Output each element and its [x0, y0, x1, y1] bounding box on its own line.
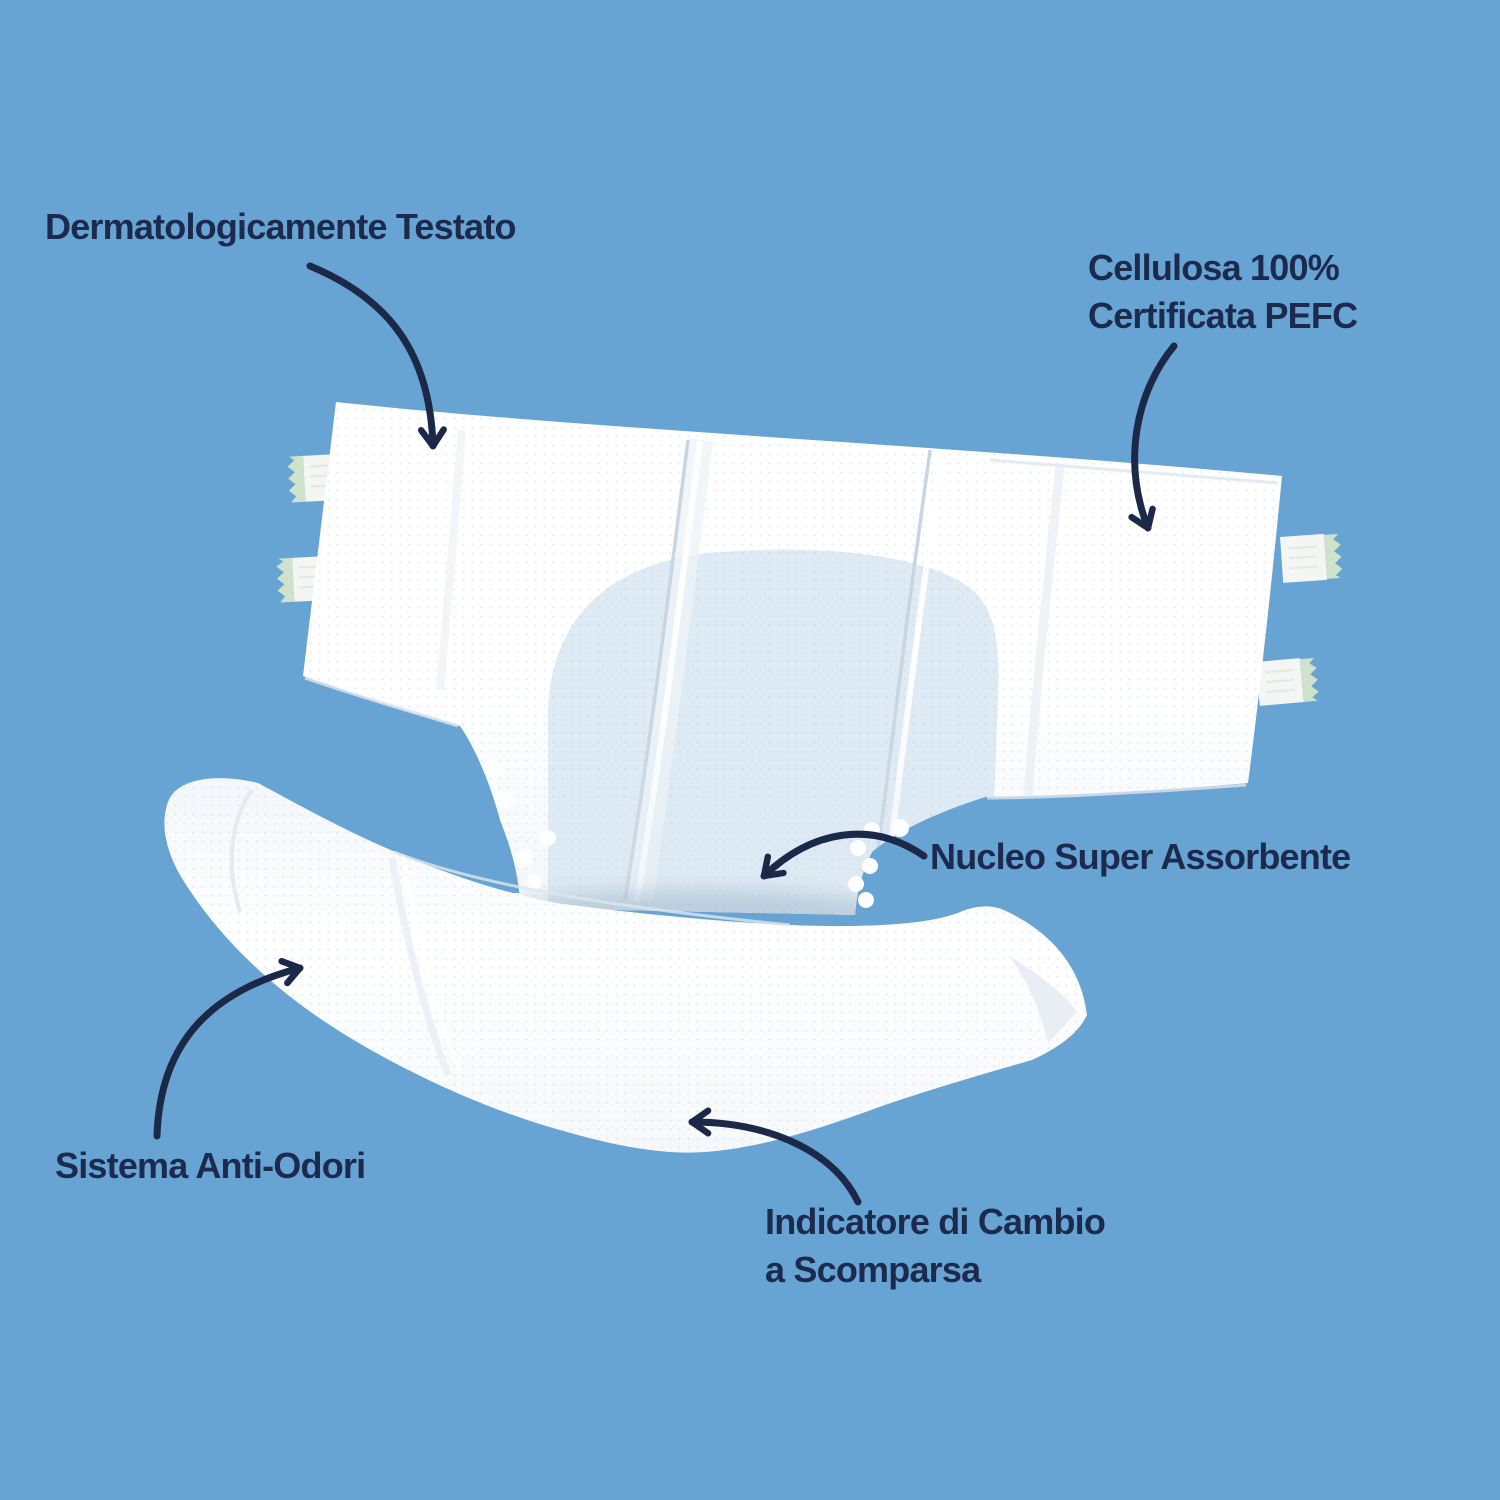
- panel-depth-shading: [303, 402, 1282, 915]
- label-sistema-anti-odori: Sistema Anti-Odori: [55, 1145, 366, 1186]
- tape-zigzag-end: [276, 557, 295, 603]
- curved-arrow-icon: [1128, 342, 1178, 532]
- fastening-tab-right-bottom: [1256, 657, 1319, 706]
- leg-ruffle-right: [848, 819, 909, 908]
- crotch-shadow: [485, 890, 895, 915]
- flap-crease: [388, 857, 452, 1077]
- right-wing-edge-line: [986, 783, 1247, 800]
- curved-arrow-icon: [153, 957, 304, 1140]
- flap-right-tip-fold: [1008, 955, 1077, 1043]
- tape-strip: [1256, 658, 1304, 706]
- flap-top-edge-line: [393, 850, 791, 927]
- label-line: Certificata PEFC: [1088, 295, 1358, 336]
- label-line: Indicatore di Cambio: [765, 1201, 1106, 1242]
- curved-arrow-icon: [306, 262, 447, 450]
- callout-arrows: [153, 262, 1178, 1206]
- flap-crease-highlight: [401, 854, 461, 1071]
- tape-texture: [1288, 545, 1319, 570]
- label-line: a Scomparsa: [765, 1249, 981, 1290]
- left-wing-edge-line: [304, 676, 459, 728]
- curved-arrow-icon: [760, 830, 928, 880]
- curved-arrow-icon: [688, 1107, 862, 1206]
- label-nucleo-super-assorbente: Nucleo Super Assorbente: [930, 836, 1351, 877]
- front-flap: [164, 778, 1087, 1153]
- flap-left-tip-fold: [229, 788, 254, 913]
- label-cellulosa-certificata-pefc: Cellulosa 100% Certificata PEFC: [1088, 244, 1358, 340]
- label-dermatologicamente-testato: Dermatologicamente Testato: [45, 206, 516, 247]
- tape-texture: [1264, 668, 1295, 694]
- tape-zigzag-end: [1299, 657, 1319, 702]
- label-indicatore-di-cambio: Indicatore di Cambio a Scomparsa: [765, 1198, 1106, 1294]
- tape-zigzag-end: [1323, 533, 1343, 579]
- fastening-tab-right-top: [1280, 533, 1343, 583]
- tape-zigzag-end: [287, 455, 306, 503]
- label-line: Cellulosa 100%: [1088, 247, 1340, 288]
